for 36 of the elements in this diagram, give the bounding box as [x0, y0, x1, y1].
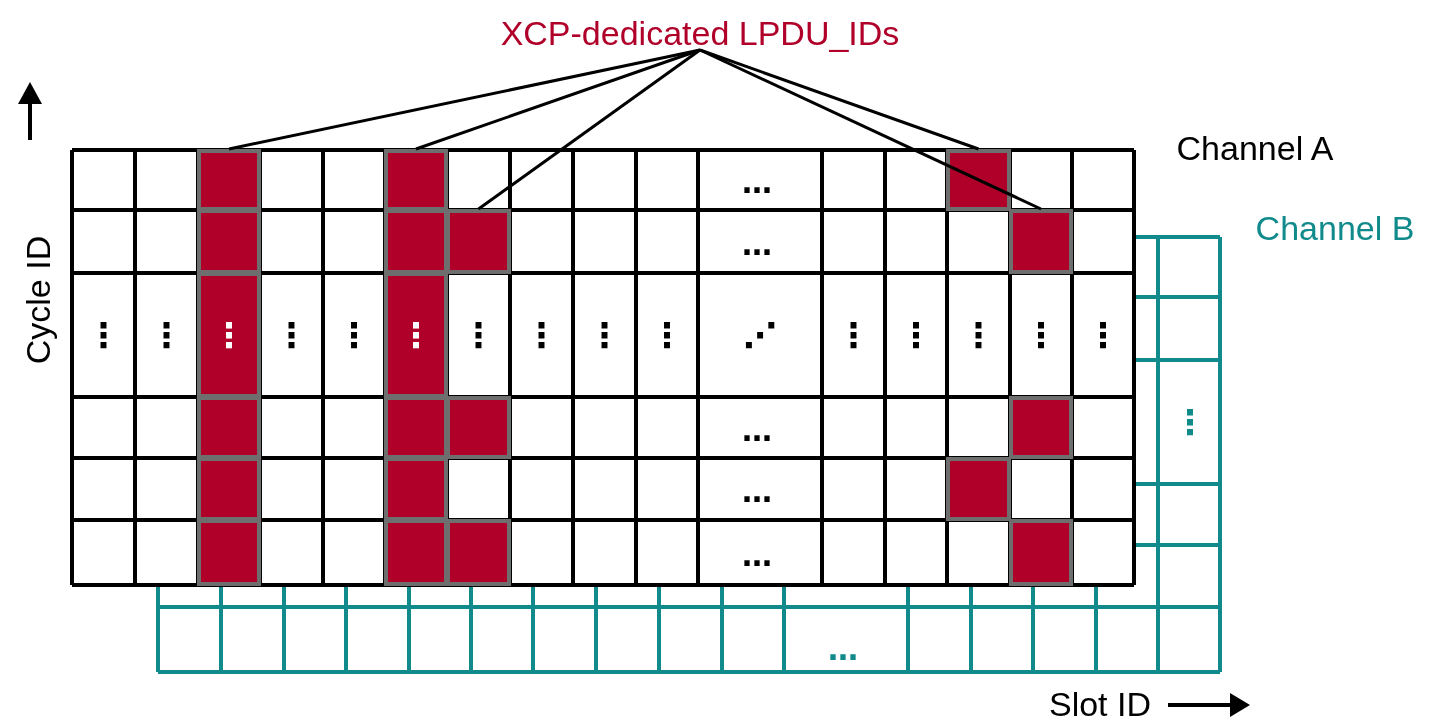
channel-label: Channel A: [1176, 131, 1334, 165]
ellipsis: …: [742, 477, 778, 507]
ellipsis: …: [828, 634, 864, 665]
channel-label: Channel B: [1255, 211, 1415, 245]
diagonal-ellipsis: ⋰: [743, 318, 777, 352]
vertical-ellipsis: ⋮: [1086, 318, 1120, 352]
dedicated-slot-cell: [1009, 209, 1073, 274]
vertical-ellipsis: ⋮: [399, 318, 433, 352]
vertical-ellipsis: ⋮: [961, 318, 996, 352]
leader-line: [415, 48, 701, 151]
ellipsis: …: [742, 229, 778, 260]
vertical-ellipsis: ⋮: [836, 318, 871, 352]
vertical-ellipsis: ⋮: [337, 318, 371, 352]
vertical-ellipsis: ⋮: [149, 318, 184, 352]
ellipsis: …: [742, 540, 778, 571]
dedicated-slot-cell: [446, 209, 511, 274]
callout-label: XCP-dedicated LPDU_IDs: [500, 16, 900, 50]
vertical-ellipsis: ⋮: [524, 318, 559, 352]
vertical-ellipsis: ⋮: [1173, 405, 1207, 439]
vertical-ellipsis: ⋮: [86, 318, 121, 352]
dedicated-slot-cell: [384, 149, 448, 211]
vertical-ellipsis: ⋮: [587, 318, 622, 352]
leader-line: [477, 48, 701, 211]
leader-line: [699, 48, 1042, 211]
vertical-ellipsis: ⋮: [461, 318, 496, 352]
vertical-ellipsis: ⋮: [1024, 318, 1058, 352]
axis-label: Slot ID: [1049, 687, 1151, 721]
dedicated-slot-cell: [946, 149, 1011, 211]
ellipsis: …: [742, 168, 778, 198]
vertical-ellipsis: ⋮: [274, 318, 309, 352]
vertical-ellipsis: ⋮: [212, 318, 246, 352]
axis-label: Cycle ID: [21, 235, 55, 365]
vertical-ellipsis: ⋮: [899, 318, 933, 352]
vertical-ellipsis: ⋮: [650, 318, 684, 352]
dedicated-slot-cell: [197, 149, 261, 211]
ellipsis: …: [742, 415, 778, 446]
